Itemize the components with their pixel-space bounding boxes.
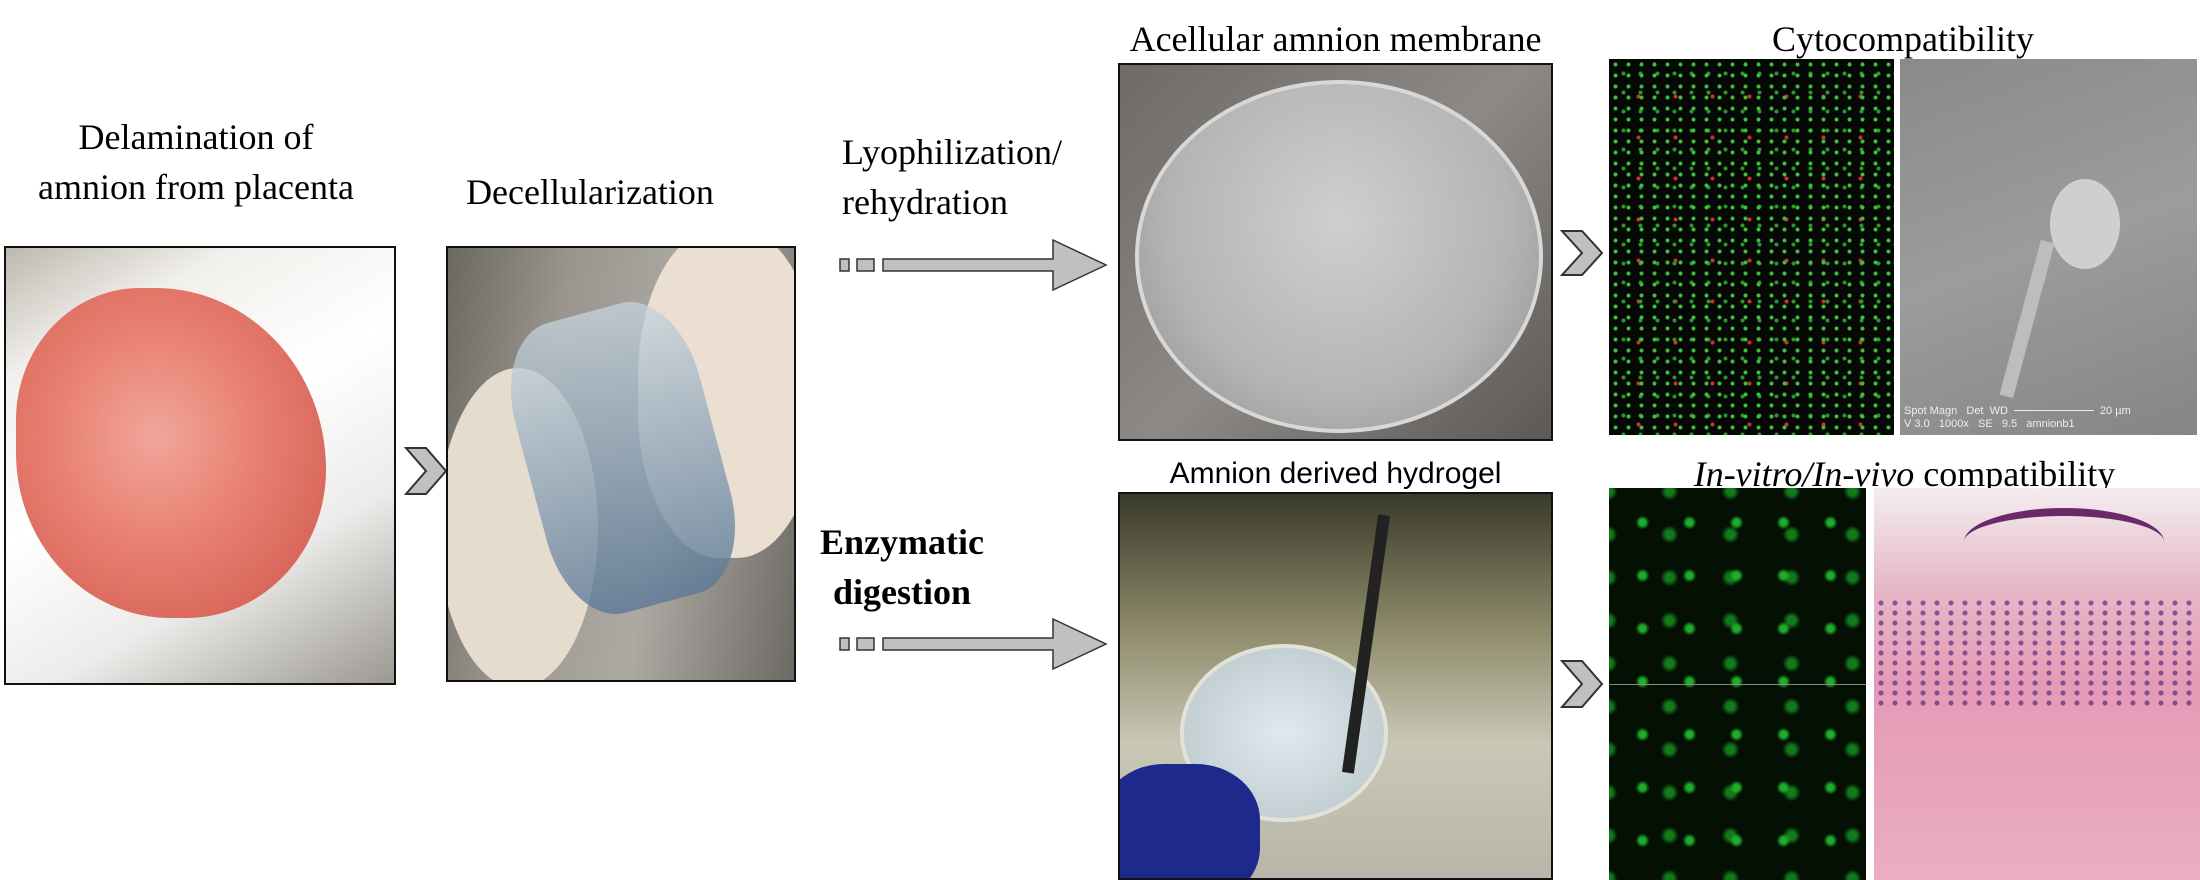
in-vitro-fluorescence-image <box>1609 488 1866 880</box>
in-vitro-text: In-vitro <box>1693 454 1803 494</box>
chevron-right-icon <box>404 447 448 495</box>
cytocompatibility-title: Cytocompatibility <box>1772 19 2034 59</box>
amnion-tissue <box>16 288 326 618</box>
chevron-right-icon <box>1560 230 1604 276</box>
live-dead-fluorescence-image <box>1609 59 1894 435</box>
sem-scale-label: 20 µm <box>2099 405 2131 417</box>
stained-tissue-edge <box>1964 508 2164 576</box>
hydrogel-well-plate-photo <box>1118 492 1553 880</box>
enzymatic-label-line1: Enzymatic <box>820 522 984 562</box>
sem-cell-process <box>1999 239 2055 399</box>
decellularization-label: Decellularization <box>466 172 714 212</box>
compatibility-text: compatibility <box>1914 454 2116 494</box>
slash-text: / <box>1802 454 1813 494</box>
delamination-label-line1: Delamination of <box>78 117 314 157</box>
enzymatic-digestion-label: Enzymatic digestion <box>820 517 984 617</box>
process-arrow-lower <box>839 617 1108 671</box>
sem-cell-image: Spot Magn Det WD 20 µm V 3.0 1000x SE 9.5… <box>1900 59 2197 435</box>
petri-dish <box>1135 80 1543 433</box>
acellular-membrane-title: Acellular amnion membrane <box>1129 19 1542 59</box>
decellularized-membrane-photo <box>446 246 796 682</box>
delamination-label: Delamination of amnion from placenta <box>16 112 376 212</box>
sem-info-row1: Spot Magn Det WD <box>1904 405 2008 417</box>
delamination-label-line2: amnion from placenta <box>38 167 354 207</box>
cell-nuclei-band <box>1874 598 2200 708</box>
gloved-hand <box>1120 764 1260 878</box>
lyophilization-label: Lyophilization/ rehydration <box>842 127 1062 227</box>
histology-image <box>1874 488 2200 880</box>
chevron-right-icon <box>1560 660 1604 708</box>
sem-info-row2: V 3.0 1000x SE 9.5 amnionb1 <box>1904 418 2075 430</box>
in-vivo-text: In-vivo <box>1812 454 1915 494</box>
sem-info-bar: Spot Magn Det WD 20 µm V 3.0 1000x SE 9.5… <box>1900 405 2197 431</box>
enzymatic-label-line2: digestion <box>832 572 972 612</box>
sem-cell <box>2050 179 2120 269</box>
process-arrow-upper <box>839 238 1108 292</box>
lyophilization-label-line1: Lyophilization/ <box>842 132 1062 172</box>
panel-divider <box>1609 684 1866 685</box>
acellular-membrane-photo <box>1118 63 1553 441</box>
compatibility-title: In-vitro/In-vivo compatibility <box>1609 449 2200 499</box>
placenta-amnion-photo <box>4 246 396 685</box>
hydrogel-title: Amnion derived hydrogel <box>1169 457 1502 490</box>
lyophilization-label-line2: rehydration <box>842 182 1008 222</box>
